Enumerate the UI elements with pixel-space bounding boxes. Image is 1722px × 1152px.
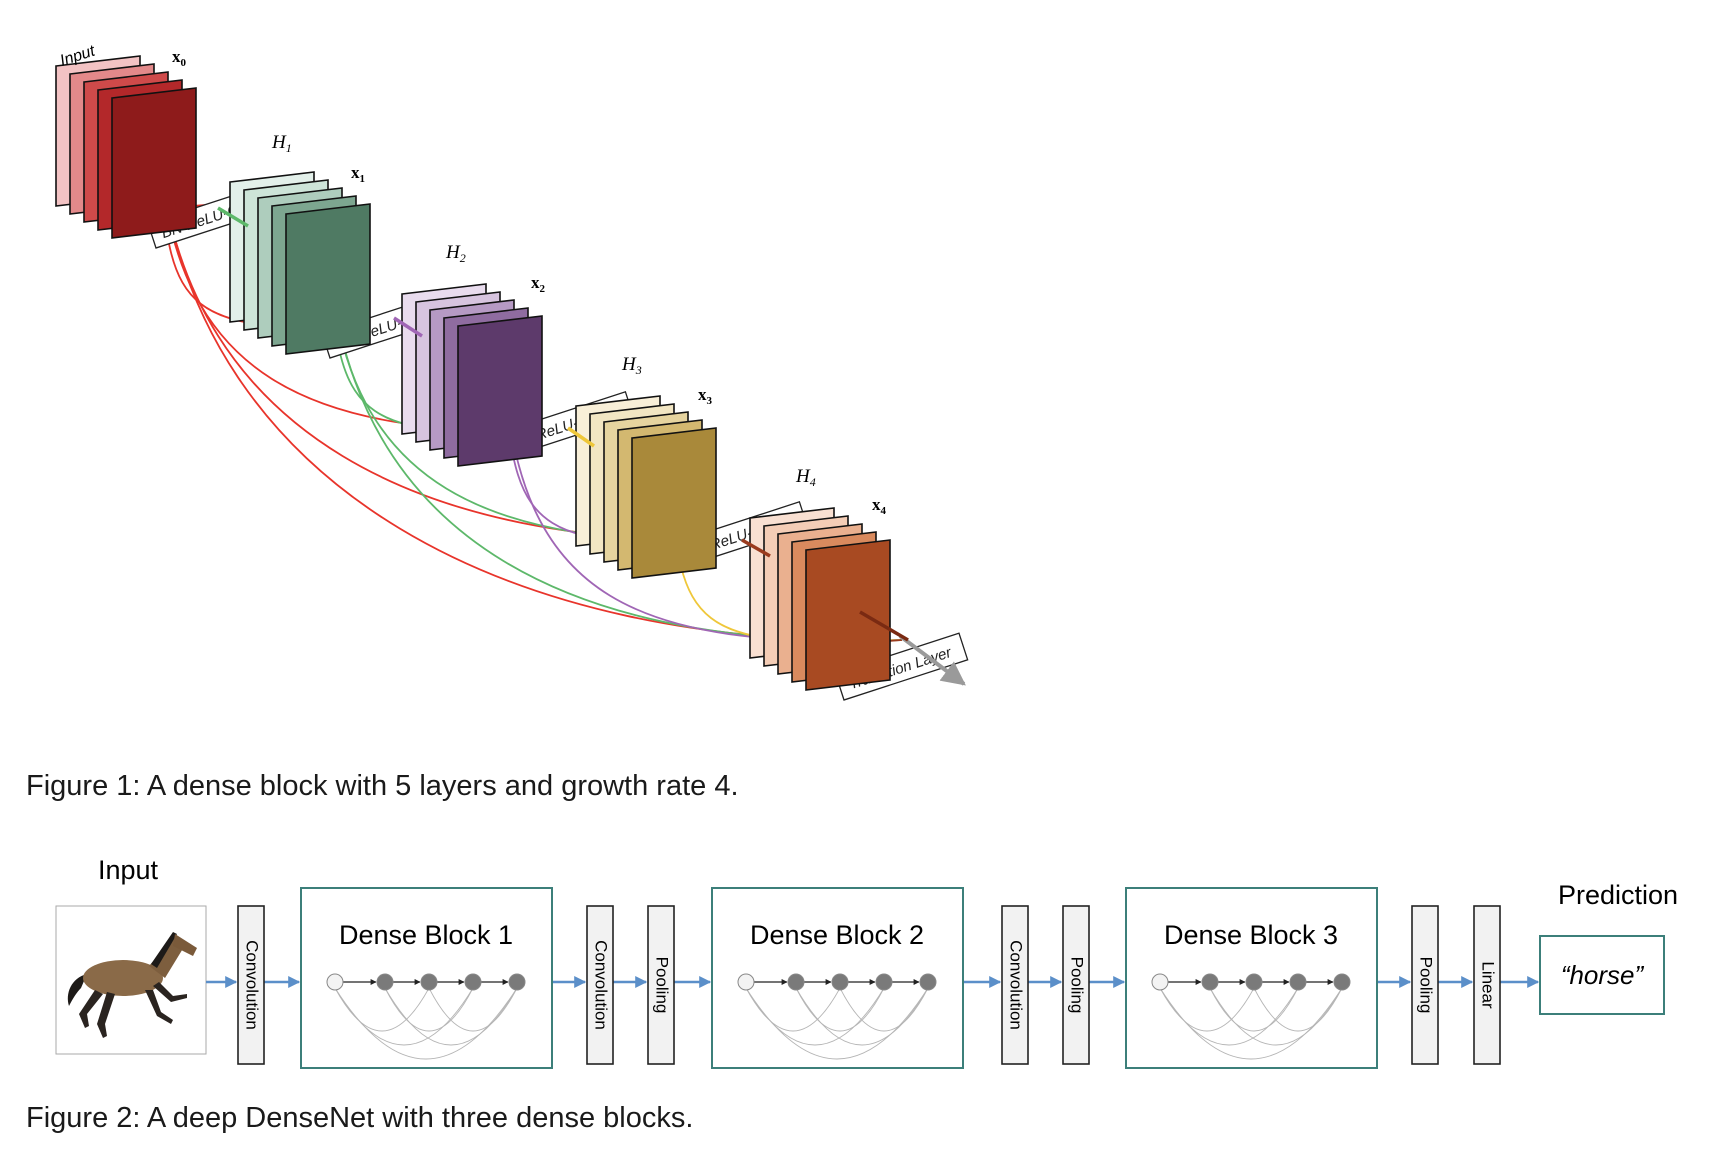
skip-edge <box>1253 987 1343 1032</box>
op-pooling-1: Pooling <box>647 905 675 1065</box>
x3-label: x3 <box>698 385 713 407</box>
x1-label: x1 <box>351 163 365 185</box>
dense-blocks: Dense Block 1 Dense Block 2 Dense Block … <box>300 887 1378 1069</box>
op-label: Pooling <box>1068 957 1087 1014</box>
layer-node <box>508 973 526 991</box>
figure2-caption: Figure 2: A deep DenseNet with three den… <box>26 1102 694 1134</box>
op-convolution-3: Convolution <box>1001 905 1029 1065</box>
dense-block-title: Dense Block 1 <box>339 920 513 950</box>
skip-edge <box>1159 987 1343 1060</box>
skip-edge <box>384 987 474 1032</box>
feature-stack-3 <box>575 395 717 579</box>
layer-node <box>831 973 849 991</box>
layer-connector <box>217 206 249 228</box>
feature-map <box>631 427 717 579</box>
layer-node <box>787 973 805 991</box>
h1-label: H1 <box>271 132 292 155</box>
layer-node <box>737 973 755 991</box>
op-label: Convolution <box>592 940 611 1030</box>
op-label: Pooling <box>653 957 672 1014</box>
feature-map <box>111 87 197 239</box>
op-pooling-2: Pooling <box>1062 905 1090 1065</box>
figure1-caption: Figure 1: A dense block with 5 layers an… <box>26 770 739 802</box>
feature-stack-4 <box>749 507 891 691</box>
skip-edge <box>795 987 885 1032</box>
mini-dense-graph <box>326 973 526 1060</box>
h3-label: H3 <box>621 354 642 377</box>
feature-stack-1 <box>229 171 371 355</box>
layer-node <box>919 973 937 991</box>
pipeline-input-label: Input <box>98 855 159 885</box>
feature-map <box>457 315 543 467</box>
op-label: Convolution <box>1007 940 1026 1030</box>
op-label: Convolution <box>243 940 262 1030</box>
x4-label: x4 <box>872 495 887 517</box>
horse-image-icon <box>67 932 197 1038</box>
layer-node <box>420 973 438 991</box>
layer-node <box>1201 973 1219 991</box>
layer-connectors <box>217 206 909 642</box>
layer-node <box>326 973 344 991</box>
op-linear: Linear <box>1473 905 1501 1065</box>
skip-edge <box>745 987 841 1032</box>
h2-label: H2 <box>445 242 466 265</box>
skip-edge <box>795 987 929 1046</box>
prediction-box <box>1539 935 1665 1015</box>
dense-block-diagram: BN-ReLU-Conv BN-ReLU-Conv BN-ReLU-Conv B… <box>55 42 969 701</box>
skip-edge <box>1209 987 1299 1032</box>
transition-output-arrow <box>898 634 966 686</box>
op-convolution-2: Convolution <box>586 905 614 1065</box>
skip-edge <box>1209 987 1343 1046</box>
op-label: Linear <box>1479 961 1498 1009</box>
feature-map <box>805 539 891 691</box>
skip-edge <box>334 987 430 1032</box>
mini-dense-graph <box>1151 973 1351 1060</box>
layer-node <box>875 973 893 991</box>
layer-node <box>1333 973 1351 991</box>
skip-edge <box>839 987 929 1032</box>
op-pooling-3: Pooling <box>1411 905 1439 1065</box>
layer-node <box>464 973 482 991</box>
densenet-pipeline-diagram: Input Convolution Convolution Pooling Co… <box>55 855 1678 1069</box>
feature-stack-2 <box>401 283 543 467</box>
skip-edge <box>1159 987 1255 1032</box>
dense-block-1: Dense Block 1 <box>300 887 553 1069</box>
layer-connector <box>859 610 909 642</box>
mini-dense-graph <box>737 973 937 1060</box>
dense-block-title: Dense Block 2 <box>750 920 924 950</box>
skip-edge <box>384 987 518 1046</box>
op-convolution-1: Convolution <box>237 905 265 1065</box>
layer-connector <box>393 316 423 338</box>
prediction-value: “horse” <box>1561 960 1645 990</box>
layer-node <box>1289 973 1307 991</box>
feature-map-stacks <box>55 55 891 691</box>
h4-label: H4 <box>795 466 816 489</box>
dense-block-2: Dense Block 2 <box>711 887 964 1069</box>
op-label: Pooling <box>1417 957 1436 1014</box>
feature-stack-0 <box>55 55 197 239</box>
layer-node <box>1151 973 1169 991</box>
skip-edge <box>428 987 518 1032</box>
layer-connector <box>741 538 771 558</box>
x2-label: x2 <box>531 273 546 295</box>
layer-node <box>376 973 394 991</box>
layer-node <box>1245 973 1263 991</box>
x0-label: x0 <box>172 47 187 69</box>
dense-block-title: Dense Block 3 <box>1164 920 1338 950</box>
dense-block-3: Dense Block 3 <box>1125 887 1378 1069</box>
prediction-label: Prediction <box>1558 880 1678 910</box>
feature-map <box>285 203 371 355</box>
skip-edge <box>745 987 929 1060</box>
layer-connector <box>567 426 595 448</box>
skip-edge <box>334 987 518 1060</box>
